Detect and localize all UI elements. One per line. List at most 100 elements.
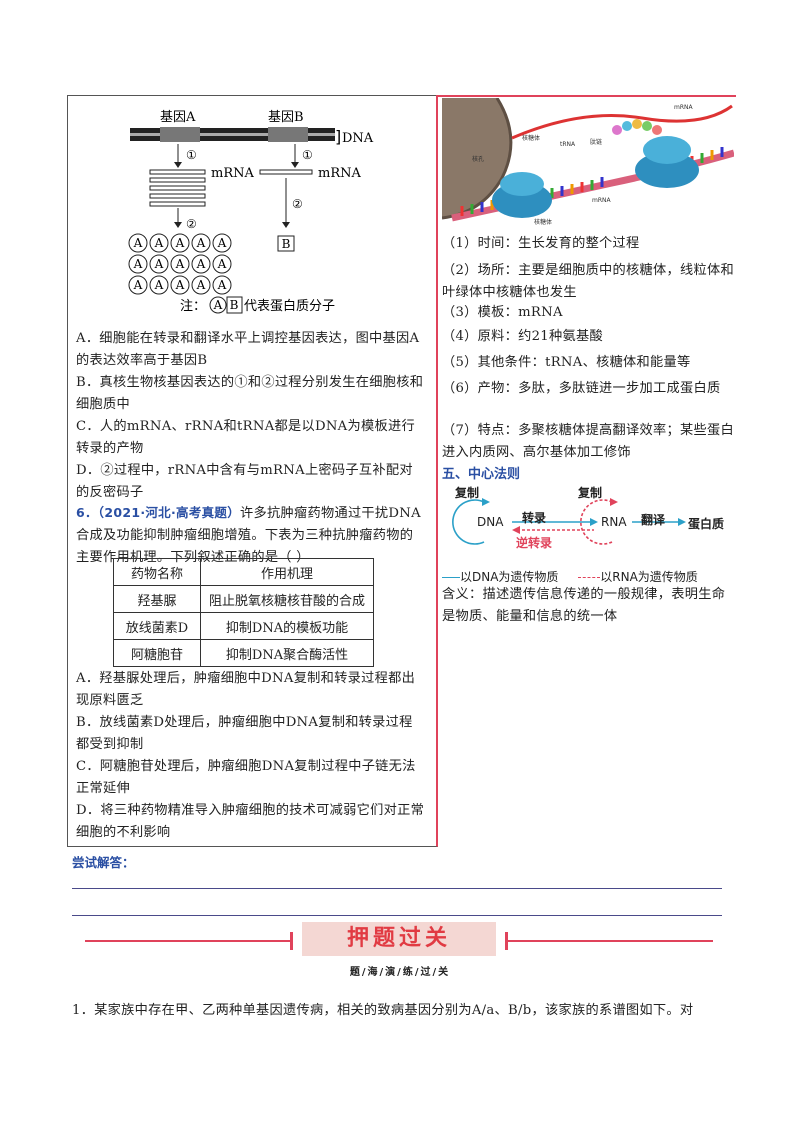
protein-a-circle xyxy=(149,233,169,253)
label-mrna-top: mRNA xyxy=(674,104,694,111)
table-cell: 放线菌素D xyxy=(113,612,201,640)
table-header-row: 药物名称 作用机理 xyxy=(113,558,374,586)
central-dogma-title: 五、中心法则 xyxy=(442,467,521,482)
banner-box xyxy=(302,922,496,956)
note-a: A xyxy=(213,298,223,312)
protein-a-circle xyxy=(191,275,211,295)
protein-a-circle xyxy=(212,275,232,295)
reverse-transcribe-label: 逆转录 xyxy=(516,536,553,550)
protein-b-molecule: B xyxy=(282,237,291,251)
answer-label: 尝试解答： xyxy=(72,855,135,870)
gene-a-label: 基因A xyxy=(160,110,196,125)
q6-option-c: C．阿糖胞苷处理后，肿瘤细胞DNA复制过程中子链无法正常延伸 xyxy=(76,759,416,796)
peptide-beads xyxy=(612,119,662,135)
protein-a-circle xyxy=(170,275,190,295)
translation-features: （7）特点：多聚核糖体提高翻译效率；某些蛋白进入内质网、高尔基体加工修饰 xyxy=(442,423,734,460)
translation-material: （4）原料：约21种氨基酸 xyxy=(442,329,603,344)
label-nuclear-pore: 核孔 xyxy=(472,155,484,163)
protein-a-molecule: A xyxy=(175,278,185,292)
label-peptide: 肽链 xyxy=(590,138,602,146)
protein-a-molecule: A xyxy=(133,257,143,271)
table-cell: 抑制DNA聚合酶活性 xyxy=(200,639,374,667)
protein-a-circle xyxy=(212,233,232,253)
translation-template: （3）模板：mRNA xyxy=(442,305,563,320)
protein-a-molecule: A xyxy=(217,278,227,292)
mrna-a-label: mRNA xyxy=(211,166,254,181)
note-text: 代表蛋白质分子 xyxy=(244,298,335,314)
translation-time: （1）时间：生长发育的整个过程 xyxy=(442,236,640,251)
step1-a-label: ① xyxy=(186,148,197,162)
label-ribosome: 核糖体 xyxy=(522,134,540,142)
protein-a-molecule: A xyxy=(196,278,206,292)
protein-a-molecule: A xyxy=(154,257,164,271)
gene-b-region xyxy=(268,127,308,142)
q5-option-c: C．人的mRNA、rRNA和tRNA都是以DNA为模板进行转录的产物 xyxy=(76,419,415,456)
protein-a-molecule: A xyxy=(217,236,227,250)
protein-a-circle xyxy=(149,254,169,274)
q6-head: 6．（2021·河北·高考真题） xyxy=(76,505,241,520)
label-ribosome-bottom: 核糖体 xyxy=(534,218,552,226)
step2-b-label: ② xyxy=(292,197,303,211)
protein-a-circle xyxy=(170,254,190,274)
protein-a-circle xyxy=(149,275,169,295)
q5-option-d: D．②过程中，rRNA中含有与mRNA上密码子互补配对的反密码子 xyxy=(76,463,413,500)
protein-a-circle xyxy=(170,233,190,253)
dna-node: DNA xyxy=(477,515,504,529)
table-cell: 阿糖胞苷 xyxy=(113,639,201,667)
svg-text:]: ] xyxy=(335,127,341,146)
protein-node: 蛋白质 xyxy=(688,517,725,531)
codon-ticks xyxy=(460,147,724,216)
table-cell: 羟基脲 xyxy=(113,585,201,613)
legend-dashed-label: 以RNA为遗传物质 xyxy=(600,570,698,584)
protein-a-circle xyxy=(191,233,211,253)
mrna-strand-upper xyxy=(511,104,733,140)
protein-a-circle xyxy=(128,254,148,274)
table-row: 阿糖胞苷 抑制DNA聚合酶活性 xyxy=(113,639,374,667)
protein-a-molecule: A xyxy=(133,236,143,250)
protein-a-molecule: A xyxy=(133,278,143,292)
protein-a-molecule: A xyxy=(196,257,206,271)
rna-node: RNA xyxy=(601,515,627,529)
table-row: 羟基脲 阻止脱氧核糖核苷酸的合成 xyxy=(113,585,374,613)
central-dogma-meaning: 含义：描述遗传信息传递的一般规律，表明生命是物质、能量和信息的统一体 xyxy=(442,587,726,624)
ribosome-right xyxy=(635,152,699,188)
label-mrna-bottom: mRNA xyxy=(592,197,612,204)
legend-dashed-line xyxy=(578,577,601,578)
answer-line-1[interactable] xyxy=(72,888,722,889)
protein-a-circle xyxy=(212,254,232,274)
mrna-a-strands xyxy=(149,169,206,207)
right-frame-top-line xyxy=(436,95,736,97)
protein-b-box xyxy=(277,235,295,252)
legend-solid-label: 以DNA为遗传物质 xyxy=(460,570,559,584)
dna-replication-arc xyxy=(452,499,485,545)
dna-replicate-label: 复制 xyxy=(455,486,480,500)
protein-a-molecule: A xyxy=(175,236,185,250)
answer-line-2[interactable] xyxy=(72,915,722,916)
protein-a-circle xyxy=(191,254,211,274)
central-dogma-diagram xyxy=(452,498,686,545)
gene-a-region xyxy=(160,127,200,142)
q5-option-b: B．真核生物核基因表达的①和②过程分别发生在细胞核和细胞质中 xyxy=(76,375,424,412)
protein-a-molecule: A xyxy=(154,236,164,250)
mrna-b-label: mRNA xyxy=(318,166,361,181)
banner-line-left xyxy=(85,940,290,942)
banner-title: 押题过关 xyxy=(346,926,451,951)
drug-table: 药物名称 作用机理 羟基脲 阻止脱氧核糖核苷酸的合成 放线菌素D 抑制DNA的模… xyxy=(113,558,374,667)
dna-strand-top xyxy=(130,128,335,133)
table-header-cell: 药物名称 xyxy=(113,558,201,586)
step1-b-label: ① xyxy=(302,148,313,162)
note-b: B xyxy=(230,298,239,312)
translate-label: 翻译 xyxy=(641,513,666,527)
q5-option-a: A．细胞能在转录和翻译水平上调控基因表达，图中基因A的表达效率高于基因B xyxy=(76,331,420,368)
protein-a-molecule: A xyxy=(175,257,185,271)
q6-option-b: B．放线菌素D处理后，肿瘤细胞中DNA复制和转录过程都受到抑制 xyxy=(76,715,413,752)
table-row: 放线菌素D 抑制DNA的模板功能 xyxy=(113,612,374,640)
note-label: 注： xyxy=(180,299,206,314)
translation-product: （6）产物：多肽，多肽链进一步加工成蛋白质 xyxy=(442,381,721,396)
table-header-cell: 作用机理 xyxy=(200,558,374,586)
banner-subtitle: 题/海/演/练/过/关 xyxy=(349,967,451,978)
step2-a-label: ② xyxy=(186,217,197,231)
protein-a-molecule: A xyxy=(217,257,227,271)
